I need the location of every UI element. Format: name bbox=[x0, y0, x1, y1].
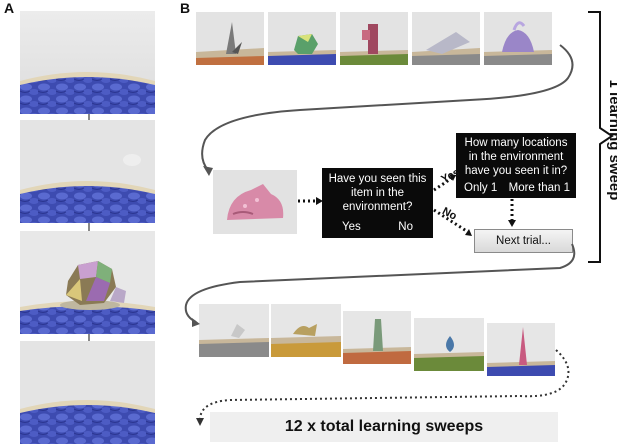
locations-question-box: How many locations in the environment ha… bbox=[456, 133, 576, 198]
scene-a1-water-only bbox=[20, 11, 155, 114]
item-thumbnail-9 bbox=[414, 318, 484, 371]
item-thumbnail-10 bbox=[487, 323, 555, 376]
yes-option[interactable]: Yes bbox=[342, 221, 361, 233]
no-option[interactable]: No bbox=[398, 221, 413, 233]
item-thumbnail-1 bbox=[196, 12, 264, 65]
item-thumbnail-3 bbox=[340, 12, 408, 65]
item-thumbnail-4 bbox=[412, 12, 480, 65]
curved-arrow-icon bbox=[201, 44, 574, 171]
more-than-1-option[interactable]: More than 1 bbox=[508, 182, 570, 194]
curved-arrow-icon bbox=[184, 243, 576, 323]
scene-a4-water-only bbox=[20, 341, 155, 444]
item-thumbnail-6 bbox=[199, 304, 269, 357]
bracket-icon bbox=[588, 11, 614, 263]
scene-a3-object-revealed bbox=[20, 231, 155, 334]
panel-b-label: B bbox=[180, 0, 191, 16]
item-thumbnail-2 bbox=[268, 12, 336, 65]
locations-question: How many locations in the environment ha… bbox=[464, 137, 568, 177]
item-thumbnail-5 bbox=[484, 12, 552, 65]
seen-item-question-box: Have you seen this item in the environme… bbox=[322, 168, 433, 238]
dotted-arrow-icon bbox=[199, 349, 570, 421]
panel-a-label: A bbox=[4, 0, 15, 16]
dotted-arrow-icon bbox=[433, 208, 469, 234]
total-sweeps-banner: 12 x total learning sweeps bbox=[210, 412, 558, 442]
current-item-image bbox=[213, 170, 297, 234]
seen-item-question: Have you seen this item in the environme… bbox=[328, 173, 427, 213]
item-thumbnail-8 bbox=[343, 311, 411, 364]
next-trial-button[interactable]: Next trial... bbox=[474, 229, 573, 253]
dotted-arrow-icon bbox=[433, 176, 453, 192]
only-1-option[interactable]: Only 1 bbox=[464, 182, 498, 194]
scene-a2-faint-object bbox=[20, 120, 155, 223]
item-thumbnail-7 bbox=[271, 304, 341, 357]
